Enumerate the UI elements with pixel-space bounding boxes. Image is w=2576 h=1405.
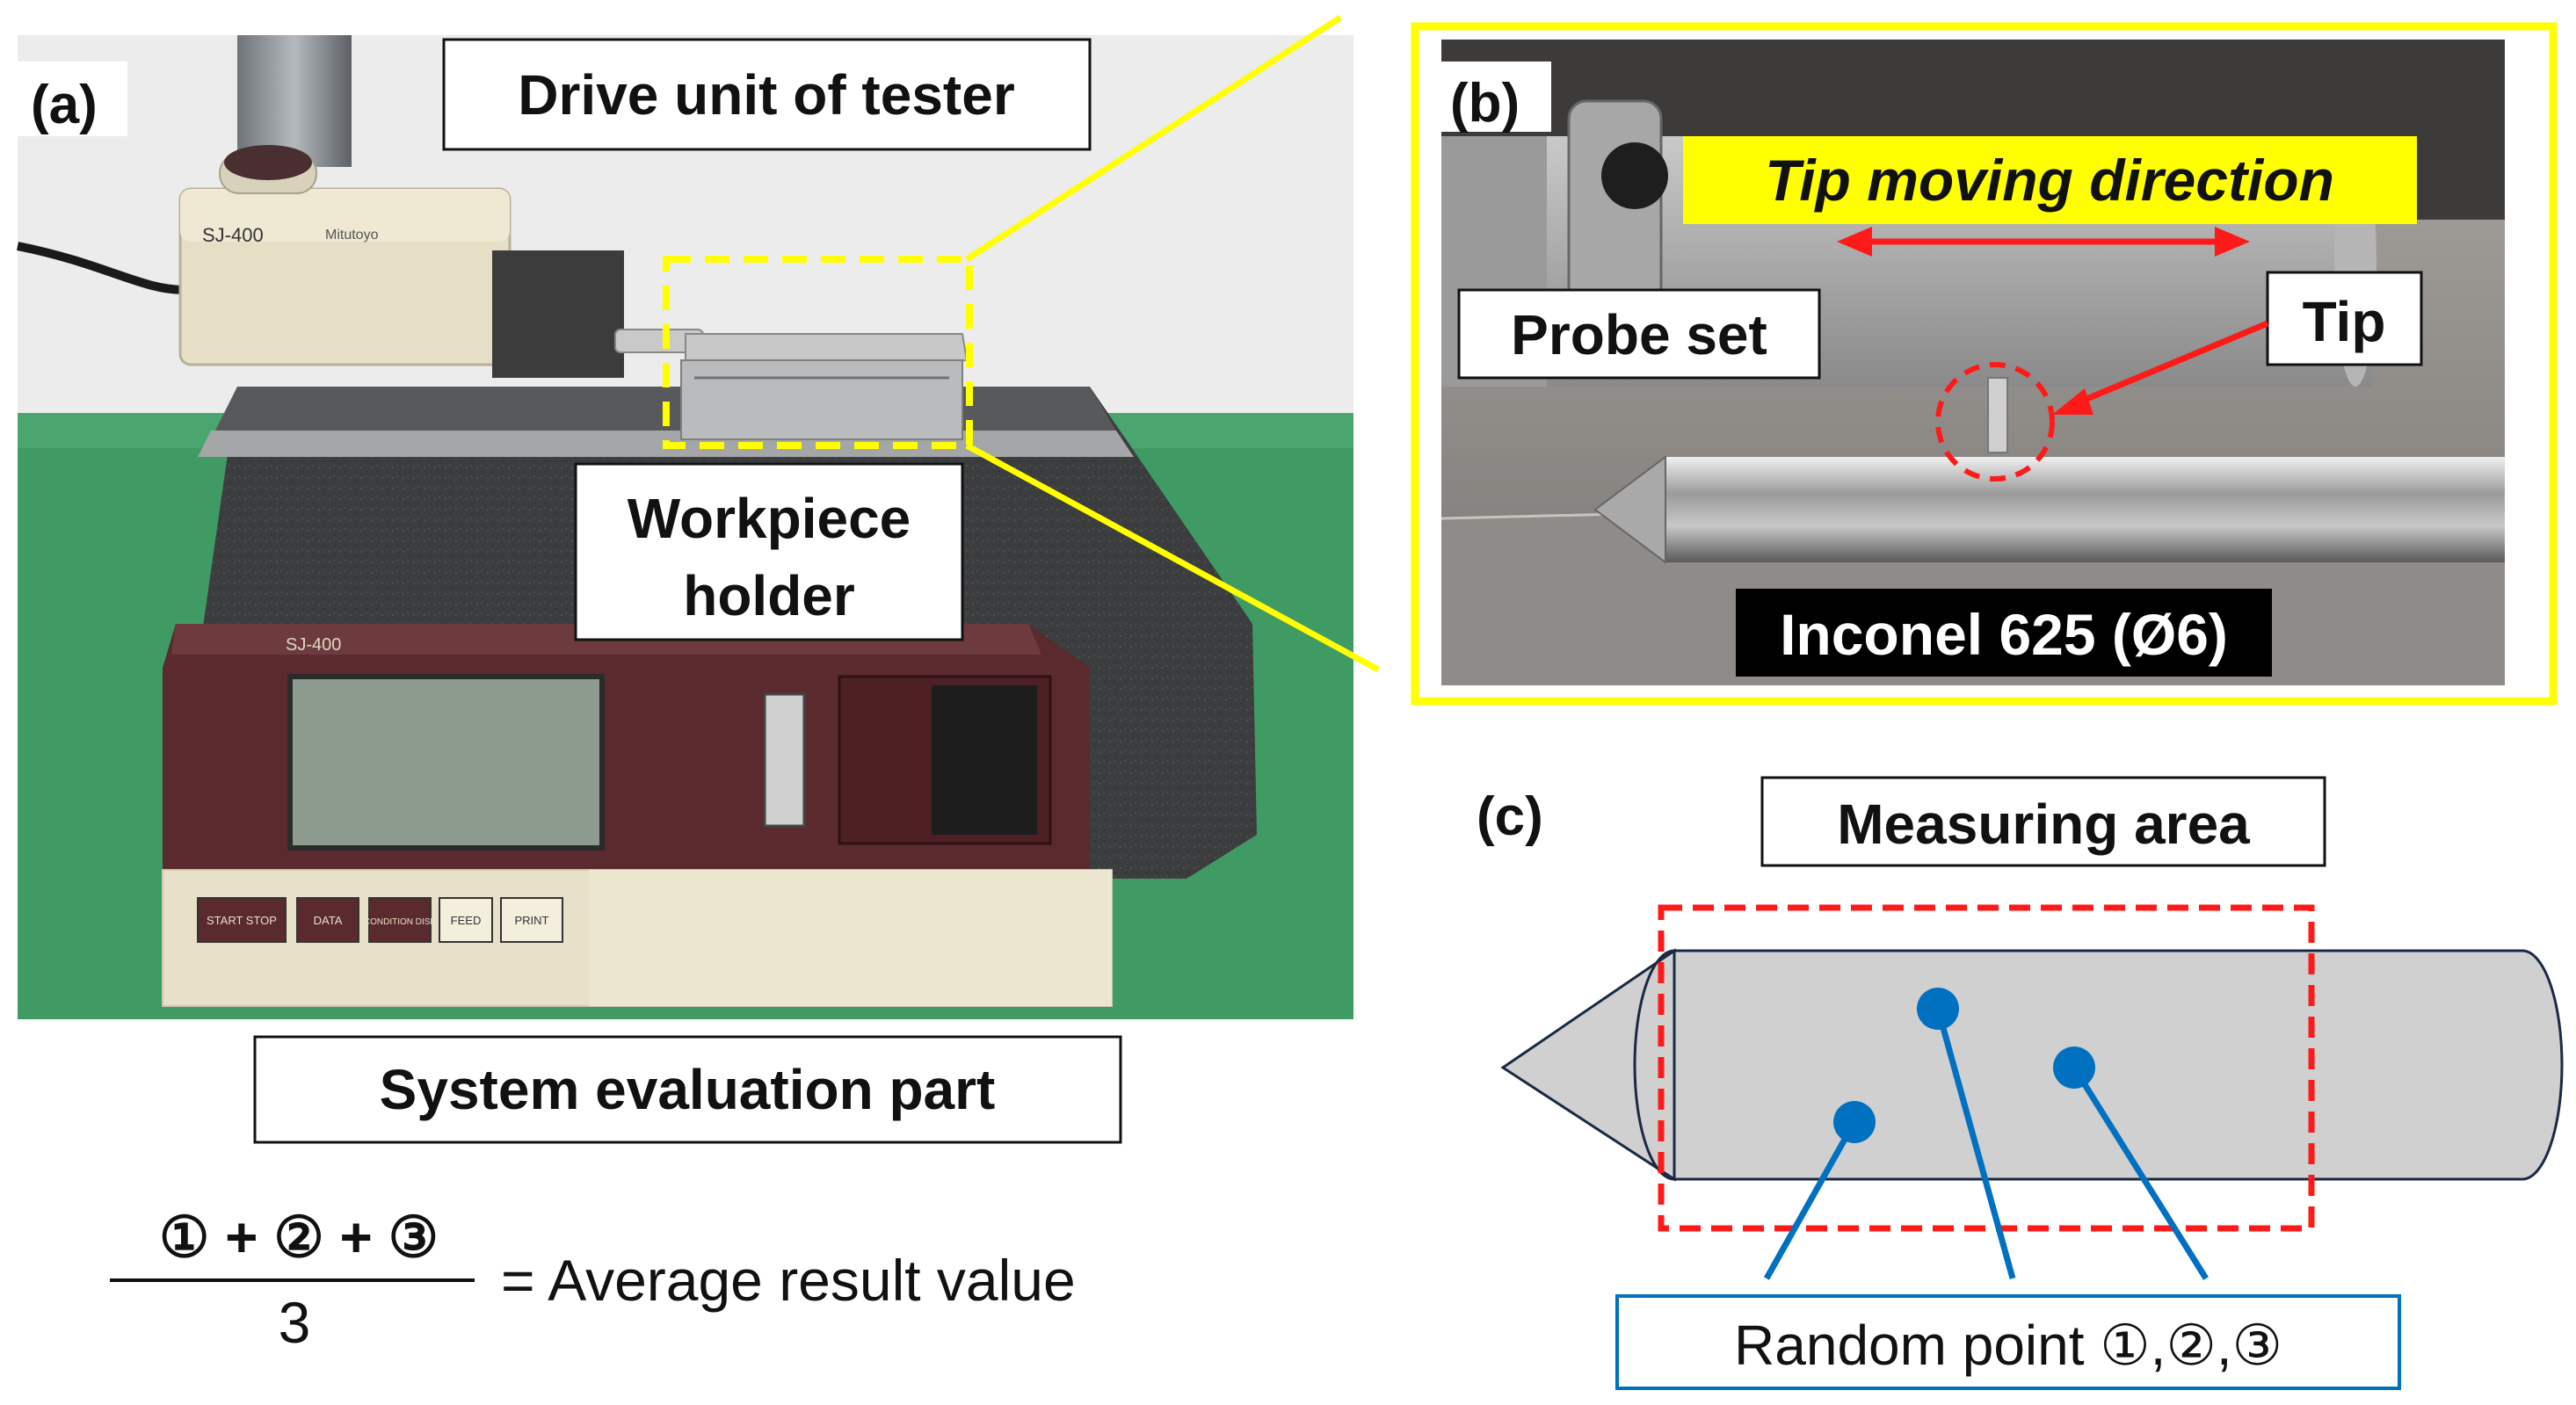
cable	[17, 242, 185, 294]
cylinder-body	[1673, 949, 2564, 1181]
workpiece-holder-block	[680, 333, 969, 440]
drive-unit-knob	[224, 145, 312, 180]
zoom-line-top	[965, 15, 1342, 262]
formula-result: = Average result value	[501, 1248, 1076, 1313]
probe-set-label: Probe set	[1511, 303, 1767, 366]
evaluation-screen	[287, 674, 605, 851]
workpiece-holder-label-line2: holder	[683, 564, 855, 627]
start-stop-label: START STOP	[207, 914, 277, 927]
measuring-area-dashed-box	[1658, 904, 2315, 1232]
panel-a-label-bg	[18, 62, 127, 136]
cylinder-diagram	[1500, 948, 2564, 1182]
workpiece-holder-callout-box	[574, 462, 964, 641]
rod-cone-tip	[1593, 455, 1666, 564]
condition-button	[368, 897, 432, 943]
printer-roll	[932, 685, 1037, 835]
random-points	[1763, 988, 2209, 1280]
tip-dashed-circle	[1935, 362, 2055, 482]
point-2-leader	[1934, 1008, 2016, 1279]
random-point-1	[1833, 1101, 1876, 1143]
drive-unit-callout-box	[442, 38, 1092, 151]
data-button	[296, 897, 359, 943]
print-button	[500, 897, 563, 943]
panel-b-label-bg	[1441, 62, 1551, 132]
stylus-tip	[1987, 377, 2008, 453]
zoom-line-bottom	[965, 442, 1380, 673]
evaluation-buttons: START STOP DATA CONDITION DISP FEED PRIN…	[197, 897, 563, 943]
drive-unit-label: Drive unit of tester	[518, 63, 1014, 127]
panel-b-label: (b)	[1450, 73, 1520, 134]
workpiece-holder-label-line1: Workpiece	[628, 487, 911, 550]
tip-direction-label: Tip moving direction	[1765, 148, 2334, 213]
material-label: Inconel 625 (Ø6)	[1780, 602, 2228, 667]
drive-unit-motor-block	[492, 250, 624, 378]
start-stop-button	[197, 897, 287, 943]
data-label: DATA	[314, 914, 343, 927]
highlight-dashed-box	[663, 256, 973, 449]
column-pole	[237, 35, 352, 167]
print-label: PRINT	[515, 914, 549, 927]
tip-pointer-line	[2072, 320, 2269, 408]
random-point-callout-box	[1615, 1294, 2401, 1390]
cylinder-cone-seam	[1633, 949, 1675, 1181]
formula-numerator: ① + ② + ③	[159, 1206, 439, 1269]
feed-label: FEED	[451, 914, 482, 927]
tip-direction-arrow	[1837, 227, 2250, 257]
evaluation-unit: SJ-400 START STOP DATA CONDITION DISP FE…	[162, 624, 1113, 1007]
panel-c-label: (c)	[1477, 786, 1543, 847]
material-label-bg	[1736, 589, 2272, 677]
printer-slot	[763, 692, 806, 828]
tip-label: Tip	[2303, 290, 2386, 353]
random-point-3	[2053, 1047, 2095, 1089]
random-point-label: Random point ①,②,③	[1734, 1314, 2282, 1377]
average-formula: ① + ② + ③ 3 = Average result value	[110, 1206, 1076, 1355]
inconel-rod	[1665, 457, 2505, 562]
panel-a-label: (a)	[31, 75, 98, 135]
measuring-area-label: Measuring area	[1837, 793, 2250, 856]
drive-unit-body: SJ-400 Mitutoyo	[178, 145, 704, 378]
system-evaluation-callout-box	[253, 1035, 1122, 1144]
feed-button	[439, 897, 493, 943]
system-evaluation-label: System evaluation part	[380, 1058, 996, 1121]
cylinder-cone	[1500, 948, 1676, 1182]
formula-denominator: 3	[279, 1290, 311, 1355]
point-3-leader	[2072, 1066, 2209, 1280]
condition-label: CONDITION DISP	[364, 917, 437, 927]
measuring-area-callout-box	[1760, 776, 2326, 867]
tip-direction-banner	[1683, 136, 2417, 224]
evaluation-model-text: SJ-400	[286, 635, 341, 655]
random-point-2	[1917, 988, 1959, 1030]
probe-set-callout-box	[1457, 288, 1821, 380]
tip-pointer-head	[2052, 388, 2093, 415]
probe-bearing	[1601, 142, 1668, 209]
tip-callout-box	[2266, 271, 2423, 366]
drive-unit-brand-text: Mitutoyo	[325, 228, 379, 243]
drive-unit-model-text: SJ-400	[202, 224, 264, 246]
point-1-leader	[1763, 1120, 1858, 1280]
